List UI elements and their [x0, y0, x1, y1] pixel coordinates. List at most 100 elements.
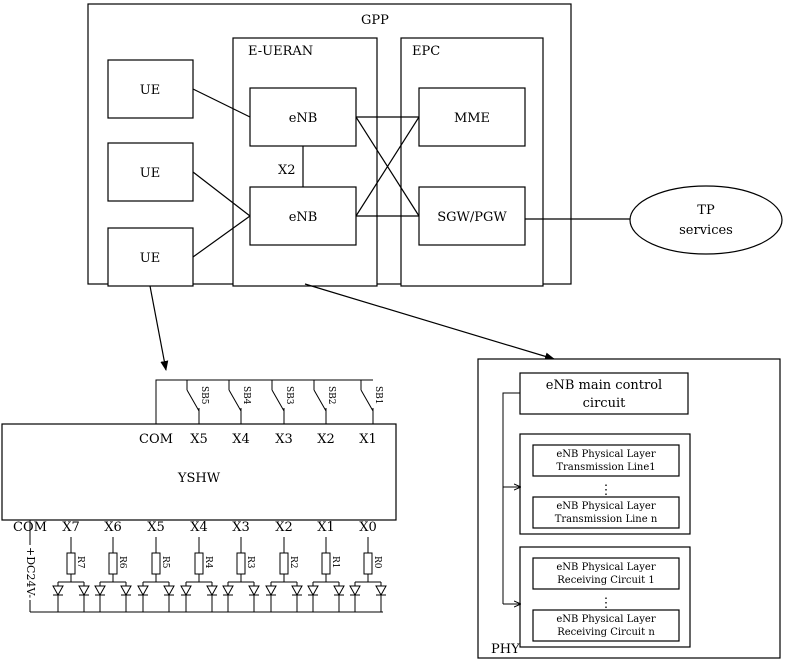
eueran-title: E-UERAN — [248, 44, 313, 59]
tx-line1-box — [532, 444, 680, 477]
enb-label-2: eNB — [289, 210, 318, 225]
yshw-frame — [1, 423, 397, 521]
resistor — [363, 552, 373, 575]
switch-contact — [313, 389, 327, 412]
ue2-enb2-link — [192, 171, 251, 217]
tp-label-line1: TP — [697, 203, 715, 218]
sgw-label: SGW/PGW — [437, 210, 507, 225]
yshw-top-label: X2 — [317, 432, 335, 447]
mme-label: MME — [454, 111, 490, 126]
led-icon — [94, 585, 106, 597]
tx-line1-line1: eNB Physical Layer — [556, 449, 655, 460]
resistor — [279, 552, 289, 575]
switch-label: SB5 — [199, 386, 209, 405]
switch-contact — [186, 389, 200, 412]
main-control-feed-line — [502, 392, 520, 604]
epc-title: EPC — [412, 44, 440, 59]
resistor — [66, 552, 76, 575]
power-supply-label: +DC24V- — [24, 547, 37, 598]
led-icon — [291, 585, 303, 597]
switch-contact — [228, 389, 242, 412]
yshw-top-label: COM — [139, 432, 173, 447]
tx-linen-line1: eNB Physical Layer — [556, 501, 655, 512]
main-control-line1: eNB main control — [546, 378, 662, 393]
gpp-title: GPP — [361, 13, 389, 28]
yshw-top-labels: COM X5 X4 X3 X2 X1 — [139, 432, 377, 447]
resistor-label: R5 — [160, 556, 170, 569]
led-icon — [206, 585, 218, 597]
led-icon — [375, 585, 387, 597]
x2-label: X2 — [278, 163, 296, 178]
yshw-top-label: X5 — [190, 432, 208, 447]
enb-label-1: eNB — [289, 111, 318, 126]
rx-circuit1-box — [532, 557, 680, 590]
tx-line1-line2: Transmission Line1 — [556, 462, 655, 473]
led-icon — [180, 585, 192, 597]
ue-label-2: UE — [140, 166, 160, 181]
led-icon — [120, 585, 132, 597]
yshw-bottom-label: X2 — [275, 520, 293, 535]
yshw-top-label: X3 — [275, 432, 293, 447]
led-icon — [307, 585, 319, 597]
led-icon — [265, 585, 277, 597]
main-control-line2: circuit — [583, 396, 626, 411]
resistor — [108, 552, 118, 575]
switch-label: SB4 — [241, 386, 251, 405]
yshw-bottom-label: X3 — [232, 520, 250, 535]
led-icon — [137, 585, 149, 597]
yshw-top-label: X4 — [232, 432, 250, 447]
led-icon — [163, 585, 175, 597]
led-icon — [349, 585, 361, 597]
switch-contact — [360, 389, 374, 412]
rx-circuit1-line1: eNB Physical Layer — [556, 562, 655, 573]
ue-to-yshw-arrow — [149, 285, 169, 371]
tp-label-line2: services — [679, 223, 733, 238]
switch-label: SB2 — [326, 386, 336, 405]
led-icon — [222, 585, 234, 597]
yshw-bottom-label: X1 — [317, 520, 335, 535]
rx-circuitn-box — [532, 609, 680, 642]
yshw-bottom-label: X0 — [359, 520, 377, 535]
sgw-box — [418, 186, 526, 246]
yshw-bottom-label: X6 — [104, 520, 122, 535]
yshw-bottom-label: X7 — [62, 520, 80, 535]
resistor-label: R6 — [117, 556, 127, 569]
phy-title: PHY — [491, 642, 520, 657]
resistor-label: R0 — [372, 556, 382, 569]
ue-label-3: UE — [140, 251, 160, 266]
yshw-title: YSHW — [177, 471, 221, 486]
resistor — [151, 552, 161, 575]
main-control-box — [519, 372, 689, 415]
ue3-enb2-link — [192, 215, 251, 258]
switch-contact — [271, 389, 285, 412]
ue-label-1: UE — [140, 83, 160, 98]
led-icon — [78, 585, 90, 597]
rx-ellipsis: ⋮ — [600, 596, 613, 611]
rx-circuit1-line2: Receiving Circuit 1 — [557, 575, 654, 586]
gpp-block: GPP UE UE UE E-UERAN eNB eNB X2 EPC MME … — [87, 3, 572, 287]
resistor-label: R4 — [203, 556, 213, 569]
tx-ellipsis: ⋮ — [600, 483, 613, 498]
tp-services-ellipse — [629, 185, 783, 255]
resistor — [321, 552, 331, 575]
rx-circuitn-line2: Receiving Circuit n — [557, 627, 655, 638]
led-icon — [248, 585, 260, 597]
resistor-label: R7 — [75, 556, 85, 569]
ue-box-1 — [107, 59, 194, 119]
resistor — [194, 552, 204, 575]
eueran-frame — [232, 37, 378, 287]
yshw-top-label: X1 — [359, 432, 377, 447]
gpp-to-phy-arrow — [304, 283, 555, 361]
yshw-bottom-label: X4 — [190, 520, 208, 535]
switch-label: SB3 — [284, 386, 294, 405]
phy-block: PHY eNB main control circuit eNB Physica… — [477, 358, 781, 659]
resistor-label: R3 — [245, 556, 255, 569]
resistor-label: R1 — [330, 556, 340, 569]
resistor — [236, 552, 246, 575]
ue1-enb1-link — [192, 88, 251, 118]
epc-frame — [400, 37, 544, 287]
